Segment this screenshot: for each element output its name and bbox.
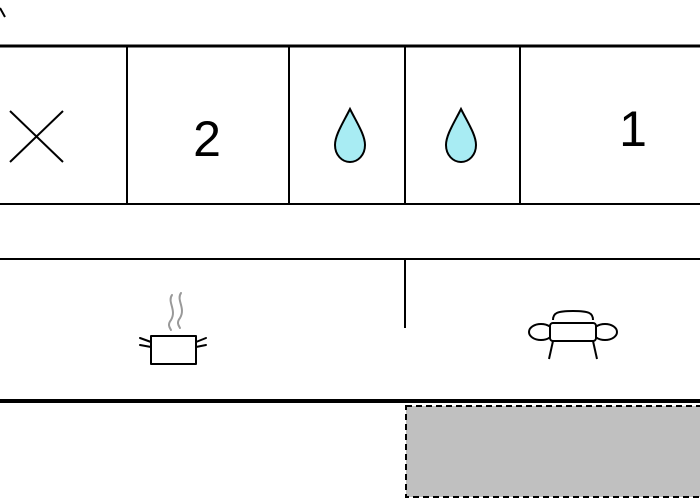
bottom-row — [0, 399, 700, 498]
top-row: 2 1 — [0, 44, 700, 205]
sofa-icon — [528, 310, 618, 360]
water-drop-icon — [333, 106, 367, 164]
area-shaded — [405, 405, 700, 498]
water-drop-icon — [444, 106, 478, 164]
corner-tick — [0, 7, 6, 18]
cell-count-2-label: 2 — [193, 111, 221, 167]
cross-icon — [9, 110, 64, 163]
cooking-pot-icon — [139, 292, 207, 365]
middle-row — [0, 258, 700, 365]
cell-count-1-label: 1 — [619, 101, 647, 157]
